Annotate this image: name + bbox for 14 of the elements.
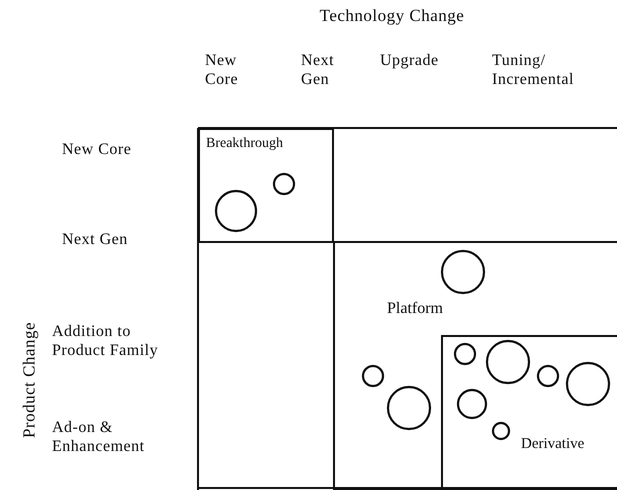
axis-title: Product Change	[20, 322, 38, 438]
row-header: Next Gen	[62, 230, 129, 249]
row-header: New Core	[62, 140, 132, 159]
row-header: Ad-on & Enhancement	[52, 418, 146, 456]
quadrant-label: Breakthrough	[206, 136, 283, 152]
row-header: Addition to Product Family	[52, 322, 160, 360]
column-header: New Core	[205, 51, 240, 89]
column-header: Tuning/ Incremental	[492, 51, 575, 89]
column-header: Next Gen	[301, 51, 336, 89]
quadrant-box	[333, 241, 617, 490]
quadrant-box	[198, 128, 334, 243]
axis-title: Technology Change	[318, 6, 466, 25]
quadrant-box	[441, 335, 617, 490]
column-header: Upgrade	[380, 51, 440, 70]
